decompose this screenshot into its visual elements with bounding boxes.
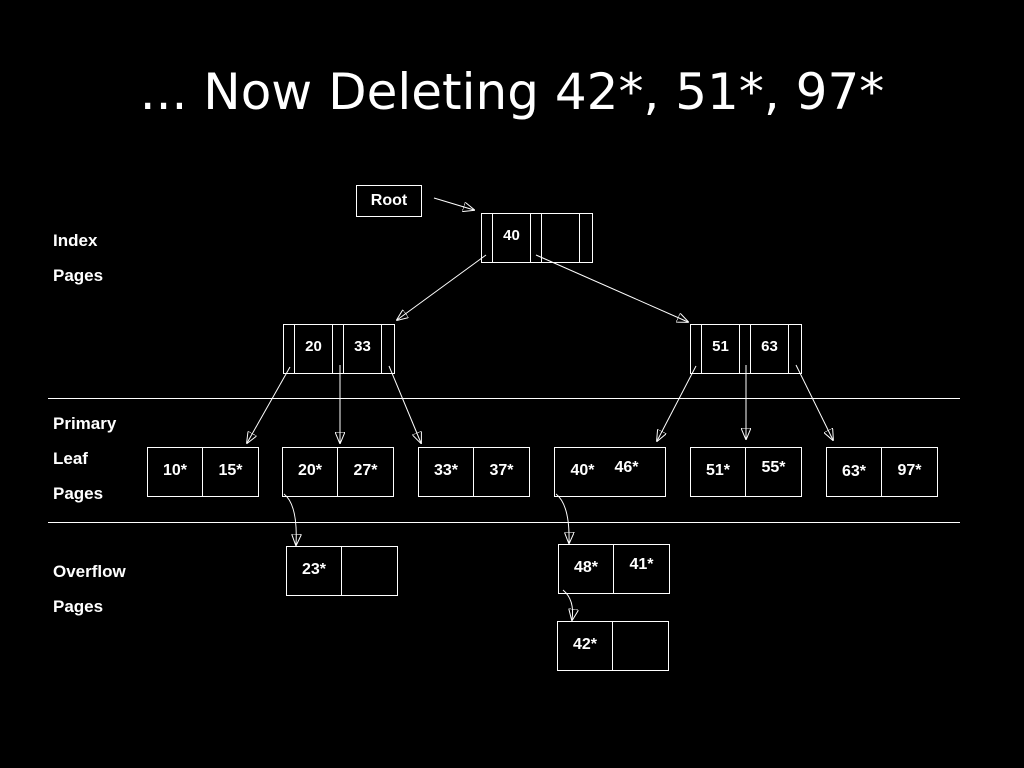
leaf-page: 51* 55* [690,447,802,497]
overflow-pointer-arrow [555,493,569,543]
tree-pointer-arrow [388,365,421,443]
overflow-page: 42* [557,621,669,671]
overflow-page: 23* [286,546,398,596]
leaf-page: 40* 46* [554,447,666,497]
overflow-page: 48* 41* [558,544,670,594]
label-line: Index [53,231,98,250]
data-entry: 42* [572,636,598,653]
data-entry-slot: 10* [148,448,203,496]
label-line: Pages [53,484,104,503]
divider-line [48,522,960,523]
index-key [542,214,580,262]
data-entry: 55* [761,459,786,476]
pointer-slot [284,325,295,373]
data-entry-slot: 63* [827,448,882,496]
page-title: ... Now Deleting 42*, 51*, 97* [139,63,885,121]
pointer-slot [531,214,542,262]
divider-line [48,398,960,399]
data-entry: 27* [353,462,378,479]
index-key: 20 [295,325,333,373]
tree-pointer-arrow [535,254,688,322]
data-entry-slot: 15* [203,448,258,496]
root-label-box: Root [356,185,422,217]
data-entry-slot [613,622,668,670]
leaf-page: 20* 27* [282,447,394,497]
data-entry: 33* [433,462,459,479]
data-entry-slot: 37* [474,448,529,496]
data-entry: 63* [841,463,867,480]
leaf-page: 10* 15* [147,447,259,497]
data-entry-slot: 41* [614,545,669,593]
index-node-left: 20 33 [283,324,395,374]
data-entry: 23* [301,561,327,578]
data-entry-slot: 46* [610,448,665,496]
index-node-root: 40 [481,213,593,263]
data-entry-slot: 42* [558,622,613,670]
data-entry-slot: 48* [559,545,614,593]
data-entry: 20* [297,462,323,479]
pointer-slot [691,325,702,373]
data-entry-slot: 97* [882,448,937,496]
data-entry: 97* [897,462,922,479]
data-entry: 51* [705,462,731,479]
data-entry: 37* [489,462,514,479]
leaf-page: 33* 37* [418,447,530,497]
data-entry-slot: 27* [338,448,393,496]
overflow-pages-label: Overflow Pages [53,554,126,624]
leaf-page: 63* 97* [826,447,938,497]
data-entry: 10* [162,462,188,479]
pointer-slot [482,214,493,262]
tree-pointer-arrow [795,364,833,440]
primary-leaf-pages-label: Primary Leaf Pages [53,406,116,511]
pointer-slot [333,325,344,373]
pointer-slot [789,325,799,373]
data-entry-slot: 20* [283,448,338,496]
pointer-slot [740,325,751,373]
index-pages-label: Index Pages [53,223,103,293]
label-line: Leaf [53,449,88,468]
index-key: 51 [702,325,740,373]
overflow-pointer-arrow [562,589,573,620]
label-line: Primary [53,414,117,433]
root-pointer-arrow [433,197,474,210]
index-key: 63 [751,325,789,373]
index-node-right: 51 63 [690,324,802,374]
label-line: Pages [53,597,104,616]
tree-pointer-arrow [397,254,487,320]
data-entry-slot: 51* [691,448,746,496]
data-entry: 40* [570,462,595,479]
overflow-pointer-arrow [283,493,296,545]
data-entry-slot: 23* [287,547,342,595]
data-entry: 48* [573,559,599,576]
data-entry-slot: 33* [419,448,474,496]
index-key: 40 [493,214,531,262]
tree-pointer-arrow [247,366,291,443]
label-line: Overflow [53,562,126,581]
data-entry-slot: 55* [746,448,801,496]
data-entry: 15* [218,462,243,479]
pointer-slot [382,325,392,373]
data-entry: 41* [629,556,654,573]
index-key: 33 [344,325,382,373]
label-line: Pages [53,266,104,285]
tree-pointer-arrow [657,365,697,441]
data-entry: 46* [614,459,639,476]
pointer-slot [580,214,590,262]
data-entry-slot: 40* [555,448,610,496]
data-entry-slot [342,547,397,595]
